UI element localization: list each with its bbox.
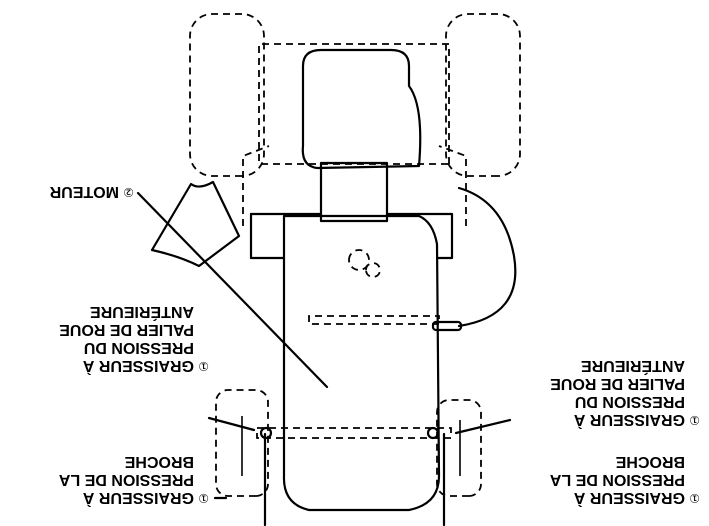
rear-left-tire-outline	[445, 13, 521, 177]
rear-left-leader-line	[454, 418, 512, 435]
lever-rail	[308, 315, 440, 325]
seat-post	[319, 161, 389, 223]
side-panel	[150, 180, 241, 268]
engine-leader-line	[136, 191, 329, 389]
tractor-body	[282, 214, 441, 512]
svg-text:ANTÉRIEURE: ANTÉRIEURE	[90, 303, 194, 322]
label-rear-left: ① GRAISSEUR À PRESSION DE LA BROCHE	[58, 453, 209, 508]
fuel-cap	[348, 249, 370, 271]
svg-text:MOTEUR: MOTEUR	[49, 183, 119, 200]
label-front-left: ① GRAISSEUR À PRESSION DU PALIER DE ROUE…	[59, 303, 209, 376]
front-left-wheel	[436, 399, 482, 497]
rear-right-tire-outline	[189, 13, 265, 177]
fuel-cap-inner	[365, 262, 381, 278]
svg-text:PRESSION DE LA: PRESSION DE LA	[58, 471, 194, 488]
svg-text:BROCHE: BROCHE	[124, 453, 194, 470]
front-axle	[256, 427, 452, 439]
svg-text:①: ①	[689, 413, 700, 427]
frame-right-rail	[249, 212, 286, 260]
front-right-wheel	[215, 389, 269, 497]
svg-text:PRESSION DU: PRESSION DU	[575, 393, 685, 410]
svg-text:BROCHE: BROCHE	[615, 453, 685, 470]
front-right-leader-line	[207, 416, 256, 432]
svg-text:PALIER DE ROUE: PALIER DE ROUE	[550, 375, 685, 392]
frame-left-rail	[435, 212, 454, 260]
rear-deck-outline	[242, 145, 467, 226]
svg-text:①: ①	[198, 359, 209, 373]
label-engine: ② MOTEUR	[49, 183, 134, 200]
discharge-chute	[457, 186, 517, 328]
lever-handle	[431, 320, 463, 332]
svg-text:GRAISSEUR À: GRAISSEUR À	[82, 357, 194, 376]
svg-text:GRAISSEUR À: GRAISSEUR À	[573, 411, 685, 430]
label-front-right: ① GRAISSEUR À PRESSION DU PALIER DE ROUE…	[550, 357, 700, 430]
svg-text:PRESSION DU: PRESSION DU	[84, 339, 194, 356]
svg-text:①: ①	[689, 491, 700, 505]
svg-text:PALIER DE ROUE: PALIER DE ROUE	[59, 321, 194, 338]
svg-text:PRESSION DE LA: PRESSION DE LA	[549, 471, 685, 488]
svg-text:ANTÉRIEURE: ANTÉRIEURE	[581, 357, 685, 376]
svg-text:①: ①	[198, 491, 209, 505]
svg-text:GRAISSEUR À: GRAISSEUR À	[82, 489, 194, 508]
front-left-grease-fitting	[426, 426, 440, 440]
svg-text:②: ②	[123, 185, 134, 199]
label-rear-right: ① GRAISSEUR À PRESSION DE LA BROCHE	[549, 453, 700, 508]
seat	[301, 48, 422, 170]
svg-text:GRAISSEUR À: GRAISSEUR À	[573, 489, 685, 508]
